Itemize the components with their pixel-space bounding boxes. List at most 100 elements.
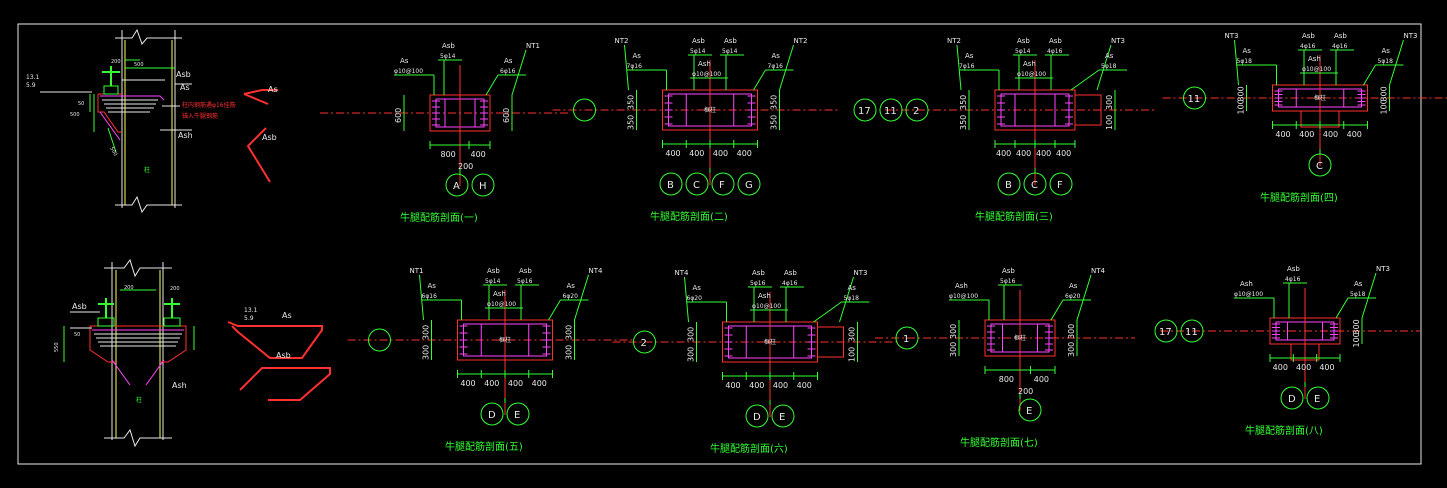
axis-bubble xyxy=(633,330,656,354)
axis-bubble-label: F xyxy=(1057,180,1063,191)
as-right-value: 5φ18 xyxy=(844,295,860,302)
as-left-label: As xyxy=(400,57,409,65)
corbel-step-outline xyxy=(817,326,844,358)
as-right-value: 6φ20 xyxy=(1065,293,1081,300)
bottom-dim-0: 400 xyxy=(725,381,740,390)
bottom-dim-1: 400 xyxy=(471,150,486,159)
side-dim-left-1: 300 xyxy=(687,347,696,362)
asb-2-value: 4φ16 xyxy=(1047,48,1063,55)
as-label: As xyxy=(180,83,190,92)
right-asb: Asb xyxy=(276,351,291,360)
as-left-value: 5φ18 xyxy=(1237,58,1253,65)
ash-label: Ash xyxy=(1023,60,1036,68)
section-title: 牛腿配筋剖面(六) xyxy=(710,442,788,455)
bottom-dim-3: 400 xyxy=(737,149,752,158)
asb-1-value: 5φ14 xyxy=(485,278,501,285)
asb-1-label: Asb xyxy=(752,269,765,277)
nt-left-label: NT2 xyxy=(947,37,961,45)
as-right-value: 6φ16 xyxy=(500,68,516,75)
side-dim-left-1: 350 xyxy=(627,115,636,130)
column-label: 框柱 xyxy=(1014,334,1026,342)
asb-1-value: 5φ16 xyxy=(750,280,766,287)
side-dim-right-0: 300 xyxy=(1067,324,1076,339)
side-dim-left-0: 300 xyxy=(422,325,431,340)
note-2: 锚入牛腿钢筋 xyxy=(182,112,218,120)
as-left-value: 6φ20 xyxy=(687,295,703,302)
axis-bubble xyxy=(1280,386,1304,410)
nt-right-label: NT4 xyxy=(1091,267,1106,275)
asb-2-value: 5φ14 xyxy=(722,48,738,55)
dim-500-vert: 500 xyxy=(70,112,80,118)
asb-2-label: Asb xyxy=(724,37,737,45)
ash-label: Ash xyxy=(178,131,193,140)
side-dim-left-0: 600 xyxy=(394,108,403,123)
bottom-dim-2: 400 xyxy=(508,379,523,388)
asb-2-value: 4φ16 xyxy=(1332,43,1348,50)
bottom-dim-2: 400 xyxy=(1036,149,1051,158)
axis-bubble-label: C xyxy=(1031,180,1038,191)
as-right-label: As xyxy=(567,282,576,290)
axis-bubble xyxy=(745,404,769,428)
axis-bubble xyxy=(997,172,1021,196)
axis-bubble xyxy=(1049,172,1073,196)
as-left-value: 7φ16 xyxy=(627,63,643,70)
axis-bubble xyxy=(905,98,929,122)
axis-bubble-label: G xyxy=(745,180,753,191)
axis-bubble-label: D xyxy=(488,410,496,421)
side-dim-right-0: 300 xyxy=(565,325,574,340)
axis-bubble-label: A xyxy=(453,181,460,192)
side-dim-right-1: 300 xyxy=(565,345,574,360)
side-dim-left-1: 300 xyxy=(949,342,958,357)
axis-bubble xyxy=(879,98,903,122)
asb-1-value: 4φ16 xyxy=(1300,43,1316,50)
column-label: 柱 xyxy=(136,396,142,404)
nt-left-label: NT3 xyxy=(1225,32,1239,40)
column-label: 框柱 xyxy=(1314,94,1326,102)
nt-right-label: NT3 xyxy=(1376,265,1390,273)
asb-1-label: Asb xyxy=(692,37,705,45)
ash-label: Ash xyxy=(698,60,711,68)
side-dim-right-1: 100 xyxy=(848,347,857,362)
side-dim-left-1: 350 xyxy=(959,115,968,130)
axis-bubble xyxy=(1306,386,1330,410)
side-dim-left-0: 350 xyxy=(959,95,968,110)
side-dim-left-0: 300 xyxy=(1237,86,1246,101)
nt-right-label: NT3 xyxy=(1404,32,1418,40)
asb-1-value: 5φ14 xyxy=(690,48,706,55)
side-dim-right-0: 350 xyxy=(770,95,779,110)
bottom-dim-0: 800 xyxy=(441,150,456,159)
bottom-dim-0: 800 xyxy=(999,375,1014,384)
ash-label: Ash xyxy=(493,290,506,298)
axis-bubble-label: 11 xyxy=(1185,327,1198,338)
axis-bubble-label: E xyxy=(514,410,520,421)
axis-bubble-label: C xyxy=(693,180,700,191)
as-left-label: Ash xyxy=(1240,280,1253,288)
asb-2-value: 5φ16 xyxy=(517,278,533,285)
section-title: 牛腿配筋剖面(五) xyxy=(445,440,523,453)
axis-bubble xyxy=(480,402,504,426)
dim-200: 200 xyxy=(111,59,121,65)
bottom-dim-0: 400 xyxy=(460,379,475,388)
bottom-dim-2: 400 xyxy=(1319,363,1334,372)
ash-label: Ash xyxy=(172,381,187,390)
bottom-dim-1: 400 xyxy=(689,149,704,158)
bottom-dim-2: 400 xyxy=(773,381,788,390)
axis-bubble xyxy=(1180,319,1204,343)
corbel-elevation-detail-1: 13.1 5.9 200 500 50 500 500 Asb As 柱内钢筋遇… xyxy=(26,28,278,214)
nt-right-label: NT2 xyxy=(794,37,808,45)
axis-bubble-label: E xyxy=(1026,406,1032,417)
section-title: 牛腿配筋剖面(一) xyxy=(400,211,478,224)
asb-2-value: 4φ16 xyxy=(782,280,798,287)
side-dim-left-0: 300 xyxy=(949,324,958,339)
axis-bubble-label: E xyxy=(779,412,785,423)
axis-bubble-label: 11 xyxy=(884,106,897,117)
side-dim-right-1: 100 xyxy=(1380,99,1389,114)
side-dim-left-1: 100 xyxy=(1237,99,1246,114)
axis-bubble xyxy=(445,173,469,197)
elevation-top: 13.1 xyxy=(26,74,40,81)
